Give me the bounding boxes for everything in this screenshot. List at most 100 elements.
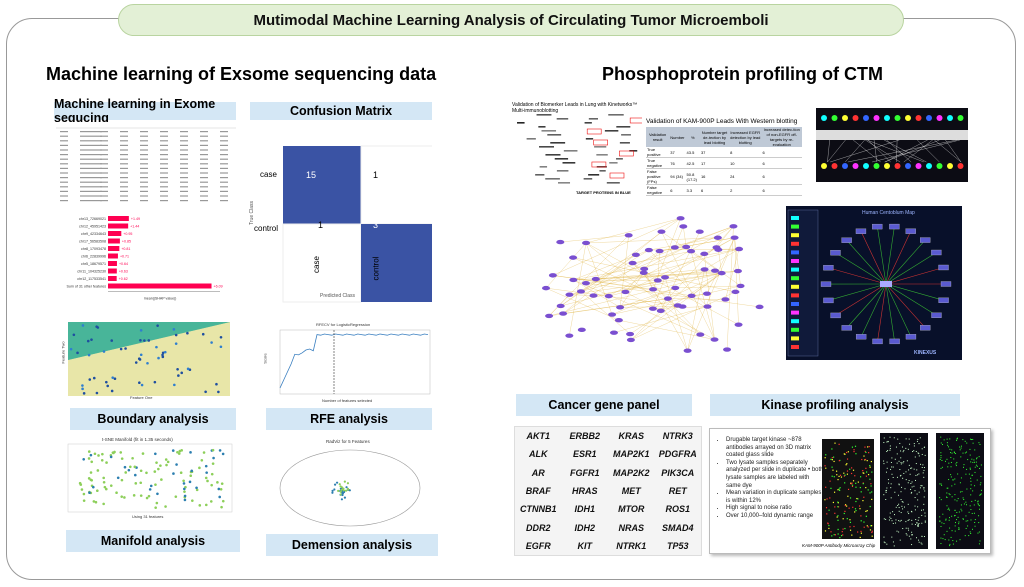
kam-cell: 10 — [729, 157, 762, 169]
legend-swatch — [791, 233, 799, 238]
scan-spot — [948, 462, 950, 464]
table-cell-mark — [200, 158, 208, 160]
scan-spot — [890, 468, 892, 470]
scan-spot — [951, 485, 953, 487]
manifold-xlabel: Using 31 features — [132, 514, 164, 519]
scan-spot — [914, 490, 916, 492]
scan-spot — [970, 494, 972, 496]
network-edge — [612, 287, 676, 315]
table-cell-mark — [140, 195, 148, 197]
right-section-title: Phosphoprotein profiling of CTM — [602, 64, 883, 84]
network-edge — [620, 287, 676, 308]
scan-spot — [903, 449, 905, 451]
table-cell-mark — [80, 200, 102, 202]
heatmap-dot — [884, 115, 890, 121]
scan-spot — [886, 467, 888, 469]
scan-spot — [942, 538, 944, 540]
scan-spot — [896, 476, 898, 478]
scan-spot — [906, 534, 908, 536]
kam-cell: True negative — [646, 157, 670, 169]
shap-feature-label: chr12_45951423 — [79, 225, 106, 229]
scan-spot — [946, 458, 948, 460]
boundary-point — [161, 351, 165, 355]
chip-spot — [869, 478, 871, 480]
table-cell-mark — [220, 190, 228, 192]
heatmap-header — [816, 130, 968, 140]
radviz-point — [338, 483, 341, 486]
table-cell-mark — [160, 135, 168, 137]
scan-spot — [967, 459, 969, 461]
blot-band — [594, 146, 607, 148]
network-edge — [691, 273, 722, 296]
table-cell-mark — [200, 167, 208, 169]
table-cell-mark — [100, 154, 108, 156]
chip-spot — [849, 529, 852, 531]
blot-band — [547, 134, 562, 136]
boundary-point — [95, 391, 99, 395]
table-cell-mark — [80, 195, 102, 197]
chip-spot — [849, 468, 851, 470]
manifold-point — [198, 504, 202, 507]
network-edge — [569, 270, 738, 295]
scan-spot — [955, 453, 957, 455]
scan-spot — [890, 483, 892, 485]
chip-spot — [837, 478, 839, 481]
manifold-point — [188, 480, 192, 484]
table-cell-mark — [160, 140, 168, 142]
heatmap-link — [847, 139, 957, 163]
blot-band — [545, 154, 561, 156]
scan-spot — [949, 527, 951, 529]
chip-spot — [871, 531, 873, 534]
kam-cell: 43.5 — [685, 147, 700, 158]
scan-spot — [889, 445, 891, 447]
boundary-point — [90, 338, 93, 341]
chip-spot — [852, 506, 854, 508]
scan-spot — [885, 491, 887, 493]
star-edge — [835, 283, 887, 316]
heatmap-link — [865, 139, 901, 163]
scan-spot — [939, 497, 941, 499]
scan-spot — [892, 522, 894, 524]
star-edge — [877, 226, 887, 285]
scan-spot — [939, 483, 941, 485]
scan-spot — [946, 530, 948, 532]
blot-svg — [517, 114, 642, 184]
gene-cell: RET — [668, 485, 687, 496]
scan-spot — [917, 438, 919, 440]
cm-value-tn: 3 — [373, 220, 379, 230]
gene-cell: IDH2 — [574, 522, 595, 533]
scan-spot — [883, 437, 885, 439]
blot-band — [535, 174, 545, 176]
network-edge — [613, 306, 708, 333]
scan-spot — [975, 461, 977, 463]
manifold-plot: t-SNE Manifold (fit in 1.35 seconds) Usi… — [62, 436, 238, 522]
chip-spot — [857, 531, 859, 533]
shap-feature-label: chr13_72669021 — [79, 217, 106, 221]
chip-spot — [824, 457, 826, 459]
scan-spot — [972, 461, 974, 463]
shap-feature-label: chr11_104325230 — [77, 270, 106, 274]
scan-spot — [920, 463, 922, 465]
chip-spot — [843, 512, 845, 515]
network-node — [682, 244, 691, 250]
scan-spot — [907, 527, 909, 529]
network-node — [721, 297, 730, 302]
kinase-caption: KAM-900P Antibody Microarray Chip — [802, 543, 876, 548]
network-node — [653, 278, 662, 283]
gene-cell: PDGFRA — [658, 449, 697, 460]
scan-spot — [907, 511, 909, 513]
legend-swatch — [791, 259, 799, 263]
chip-spot — [835, 470, 838, 472]
scan-spot — [884, 542, 886, 544]
chip-spot — [832, 501, 835, 504]
scan-spot — [891, 457, 893, 459]
protein-network — [536, 206, 770, 362]
scan-spot — [956, 438, 958, 440]
scan-spot — [916, 537, 918, 539]
scan-spot — [917, 506, 919, 508]
boundary-point — [102, 350, 106, 353]
table-cell-mark — [140, 163, 148, 165]
scan-spot — [902, 462, 904, 464]
table-cell-mark — [120, 190, 128, 192]
